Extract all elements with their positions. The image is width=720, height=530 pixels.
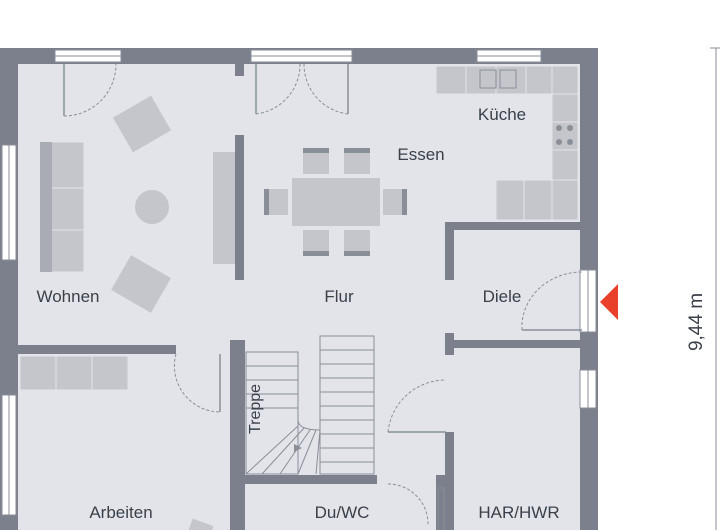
staircase (245, 335, 375, 475)
stove-burners (556, 125, 573, 145)
interior-walls (18, 62, 580, 530)
desk-corner (187, 518, 214, 530)
room-label-diele: Diele (482, 287, 522, 306)
room-label-flur: Flur (324, 287, 354, 306)
top-windows (54, 49, 542, 63)
kitchen-sink (479, 69, 517, 89)
dimension-line (710, 47, 720, 530)
chair-backs (264, 148, 407, 256)
stair-direction-arrow (294, 444, 302, 452)
room-label-harhwr: HAR/HWR (478, 503, 560, 522)
utility-fixture (437, 487, 445, 530)
right-openings (579, 269, 597, 409)
room-label-duwc: Du/WC (314, 503, 370, 522)
coffee-table (135, 190, 169, 224)
room-label-arbeiten: Arbeiten (89, 503, 153, 522)
room-label-wohnen: Wohnen (36, 287, 100, 306)
door-leaves (63, 64, 582, 433)
sofa-back (40, 142, 52, 272)
room-label-essen: Essen (397, 145, 445, 164)
armchair-top (112, 95, 172, 153)
entrance-arrow-icon (600, 284, 618, 320)
room-label-treppe: Treppe (247, 383, 264, 435)
room-label-kueche: Küche (477, 105, 527, 124)
sideboard (213, 152, 235, 264)
floor-area (18, 62, 580, 530)
office-cabinets (19, 355, 129, 391)
armchair-bottom (111, 255, 171, 313)
kitchen-counters (435, 65, 579, 221)
left-windows (1, 144, 17, 516)
dimension-label: 9,44 m (686, 292, 707, 352)
